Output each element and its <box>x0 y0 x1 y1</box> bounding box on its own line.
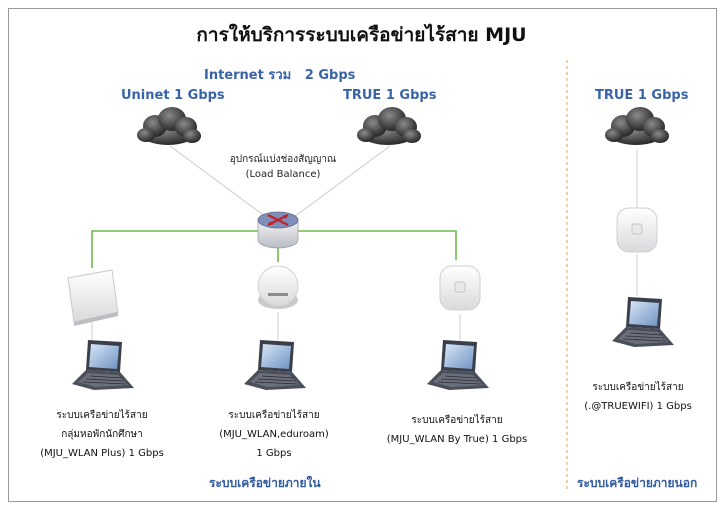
load-balancer-line1: อุปกรณ์แบ่งช่องสัญญาณ <box>229 154 337 165</box>
diagram-frame <box>8 8 717 502</box>
laptop-3-icon <box>426 339 490 391</box>
isp-right-label: TRUE 1 Gbps <box>343 88 437 103</box>
network-2-line3: 1 Gbps <box>256 448 292 459</box>
cloud-true-icon <box>357 107 421 145</box>
access-point-1-icon <box>67 269 119 326</box>
isp-left-label: Uninet 1 Gbps <box>121 88 225 103</box>
uplink-left-line <box>169 145 271 221</box>
network-4-line1: ระบบเครือข่ายไร้สาย <box>592 382 684 393</box>
network-caption-3: ระบบเครือข่ายไร้สาย (MJU_WLAN By True) 1… <box>378 411 536 449</box>
cloud-uninet-icon <box>137 107 201 145</box>
network-caption-1: ระบบเครือข่ายไร้สาย กลุ่มหอพักนักศึกษา (… <box>22 406 182 463</box>
network-3-line1: ระบบเครือข่ายไร้สาย <box>411 415 503 426</box>
network-2-line1: ระบบเครือข่ายไร้สาย <box>228 410 320 421</box>
internet-total: Internet รวม 2 Gbps <box>204 64 355 85</box>
access-point-2-icon <box>257 265 299 309</box>
internet-total-value: 2 Gbps <box>304 68 356 83</box>
network-caption-4: ระบบเครือข่ายไร้สาย (.@TRUEWIFI) 1 Gbps <box>574 378 702 416</box>
load-balancer-line2: (Load Balance) <box>245 169 321 180</box>
laptop-1-icon <box>71 339 135 391</box>
page-title: การให้บริการระบบเครือข่ายไร้สาย MJU <box>196 24 527 46</box>
section-inside-label: ระบบเครือข่ายภายใน <box>209 476 321 490</box>
access-point-3-icon <box>439 265 481 311</box>
internet-total-label: Internet รวม <box>204 68 292 83</box>
access-point-4-icon <box>616 207 658 253</box>
section-outside-label: ระบบเครือข่ายภายนอก <box>577 476 698 490</box>
isp-outside-label: TRUE 1 Gbps <box>595 88 689 103</box>
load-balancer-label: อุปกรณ์แบ่งช่องสัญญาณ (Load Balance) <box>208 152 358 182</box>
router-icon <box>257 211 299 249</box>
uplink-right-line <box>289 145 391 221</box>
laptop-4-icon <box>611 296 675 348</box>
network-4-line2: (.@TRUEWIFI) 1 Gbps <box>584 401 692 412</box>
network-caption-2: ระบบเครือข่ายไร้สาย (MJU_WLAN,eduroam) 1… <box>204 406 344 463</box>
network-2-line2: (MJU_WLAN,eduroam) <box>219 429 329 440</box>
network-3-line2: (MJU_WLAN By True) 1 Gbps <box>386 434 528 445</box>
cloud-true-outside-icon <box>605 107 669 145</box>
network-1-line2: กลุ่มหอพักนักศึกษา <box>61 429 143 440</box>
laptop-2-icon <box>243 339 307 391</box>
network-1-line1: ระบบเครือข่ายไร้สาย <box>56 410 148 421</box>
network-1-line3: (MJU_WLAN Plus) 1 Gbps <box>40 448 164 459</box>
